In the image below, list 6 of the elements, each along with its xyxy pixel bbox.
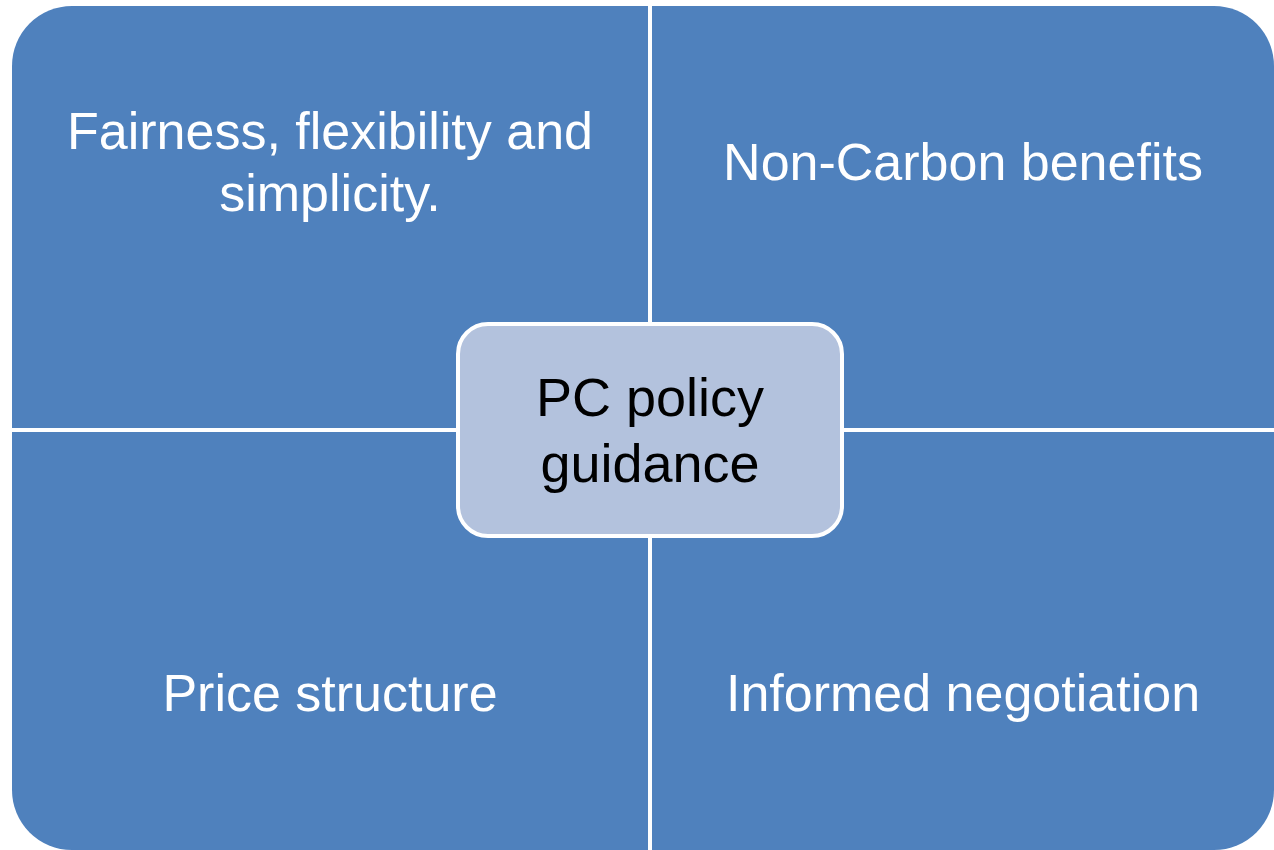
panel-label: PC policy guidance: [534, 366, 766, 495]
panel-label: Price structure: [162, 663, 498, 724]
center-box: [456, 322, 844, 538]
panel-label: Informed negotiation: [725, 663, 1201, 724]
panel-label: Non-Carbon benefits: [723, 132, 1203, 193]
panel-label: Fairness, flexibility and simplicity.: [66, 101, 594, 224]
